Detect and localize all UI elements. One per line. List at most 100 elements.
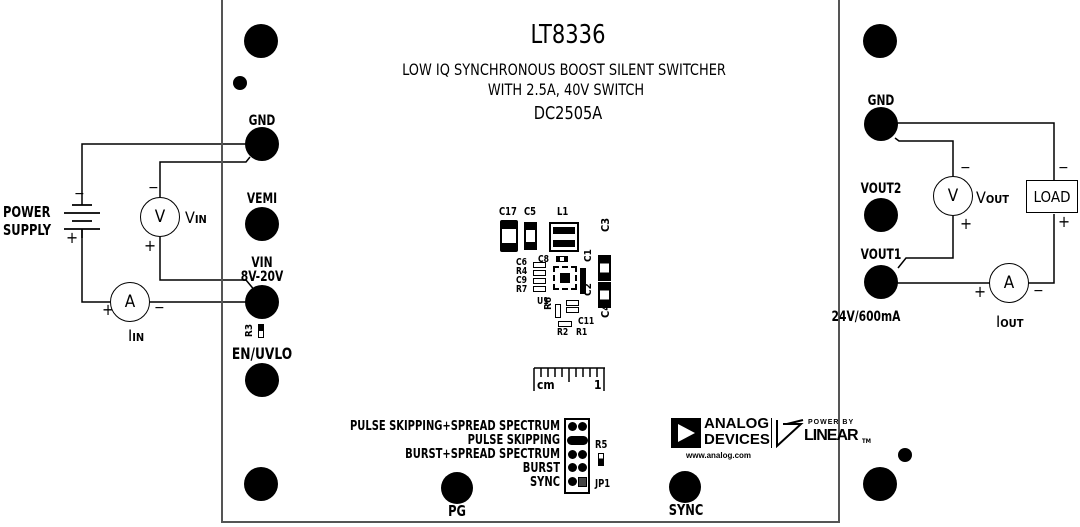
power-supply-label-line1: POWER xyxy=(3,203,51,221)
pg-terminal[interactable] xyxy=(441,472,473,504)
vout-meter-plus: + xyxy=(960,214,973,233)
gnd-out-label: GND xyxy=(867,93,895,109)
vin-voltmeter-label: VIN xyxy=(185,208,207,227)
vemi-terminal[interactable] xyxy=(245,207,279,241)
logo-url: www.analog.com xyxy=(686,451,752,460)
vin-label: VIN xyxy=(251,255,273,271)
power-supply-label-line2: SUPPLY xyxy=(3,221,52,239)
vin-terminal[interactable] xyxy=(245,285,279,319)
scale-ruler-icon xyxy=(533,367,605,391)
jp1-pin xyxy=(568,463,577,472)
r6-label: R6 xyxy=(543,296,554,310)
board-id: DC2505A xyxy=(533,103,603,124)
jp1-label: JP1 xyxy=(595,477,611,490)
c8-label: C8 xyxy=(538,254,549,265)
u1-label: U1 xyxy=(537,296,549,307)
vin-meter-plus: + xyxy=(144,236,157,255)
jumper-option-pulse-skipping-spread: PULSE SKIPPING+SPREAD SPECTRUM xyxy=(350,419,560,434)
jumper-option-pulse-skipping: PULSE SKIPPING xyxy=(467,433,560,448)
en-uvlo-label: EN/UVLO xyxy=(231,344,293,363)
c5-capacitor xyxy=(524,222,537,250)
logo-divider xyxy=(771,418,772,448)
board-subtitle-line2: WITH 2.5A, 40V SWITCH xyxy=(487,80,645,99)
c3-capacitor xyxy=(598,255,611,281)
supply-plus-sign: + xyxy=(66,228,79,247)
jp1-pin xyxy=(568,450,577,459)
vout-rating-label: 24V/600mA xyxy=(831,309,901,325)
jp1-pin xyxy=(568,477,577,486)
r2-label: R2 xyxy=(557,327,569,338)
vout-meter-minus: − xyxy=(960,160,971,176)
mounting-hole-bottom-right xyxy=(863,467,897,501)
logo-devices: DEVICES xyxy=(704,431,770,448)
load-plus: + xyxy=(1058,212,1071,231)
gnd-in-label: GND xyxy=(248,113,276,129)
vout2-label: VOUT2 xyxy=(860,181,902,197)
scale-unit: cm xyxy=(537,378,555,392)
iout-ammeter-icon: A xyxy=(989,263,1029,303)
c4-capacitor xyxy=(598,282,611,308)
c17-label: C17 xyxy=(499,205,517,218)
voltmeter-symbol: V xyxy=(154,207,166,227)
c9-label: C9 xyxy=(516,275,527,286)
l1-label: L1 xyxy=(557,205,569,218)
logo-analog: ANALOG xyxy=(704,415,769,432)
l1-inductor xyxy=(549,222,579,252)
logo-power-by: POWER BY xyxy=(808,419,855,426)
r5-label: R5 xyxy=(595,438,608,451)
u1-ic xyxy=(553,266,577,290)
logo-tm: TM xyxy=(862,438,872,445)
scale-value: 1 xyxy=(594,378,602,392)
c6-part xyxy=(533,262,546,268)
vemi-label: VEMI xyxy=(246,191,278,207)
vout2-terminal[interactable] xyxy=(864,198,898,232)
load-minus: − xyxy=(1058,160,1069,176)
iout-meter-minus: − xyxy=(1033,283,1044,299)
vout-voltmeter-icon: V xyxy=(933,176,973,216)
r4-label: R4 xyxy=(516,266,528,277)
jp1-pin xyxy=(578,450,587,459)
c2-part xyxy=(566,300,579,306)
iout-meter-plus: + xyxy=(974,282,987,301)
ammeter-symbol: A xyxy=(124,292,136,312)
r7-part xyxy=(533,286,546,292)
jp1-jumper-header[interactable] xyxy=(564,418,590,494)
r5-resistor xyxy=(598,453,604,466)
sync-terminal[interactable] xyxy=(669,471,701,503)
iin-meter-minus: − xyxy=(154,300,165,316)
c5-label: C5 xyxy=(524,205,537,218)
en-uvlo-terminal[interactable] xyxy=(245,363,279,397)
c6-label: C6 xyxy=(516,257,527,268)
jp1-shunt-pulse-skipping[interactable] xyxy=(567,436,588,445)
c11-label: C11 xyxy=(578,316,595,327)
gnd-in-terminal[interactable] xyxy=(245,127,279,161)
gnd-out-terminal[interactable] xyxy=(864,107,898,141)
part-number-title: LT8336 xyxy=(530,20,606,50)
analog-devices-logo-icon xyxy=(671,418,701,448)
r7-label: R7 xyxy=(516,284,528,295)
vin-voltmeter-icon: V xyxy=(140,197,180,237)
c2-label: C2 xyxy=(583,283,594,296)
jumper-option-sync: SYNC xyxy=(530,475,560,490)
mounting-hole-bottom-left xyxy=(244,467,278,501)
c8-capacitor xyxy=(556,256,568,262)
jumper-option-burst-spread: BURST+SPREAD SPECTRUM xyxy=(405,447,560,462)
r4-part xyxy=(533,270,546,276)
c9-part xyxy=(533,278,546,284)
iin-meter-plus: + xyxy=(102,300,115,319)
r6-part xyxy=(555,304,561,318)
jp1-pin xyxy=(568,422,577,431)
c17-capacitor xyxy=(500,220,518,252)
logo-linear: LINEAR xyxy=(804,427,859,444)
jumper-option-burst: BURST xyxy=(522,461,560,476)
r3-label: R3 xyxy=(244,323,256,338)
r1-label: R1 xyxy=(576,327,588,338)
c4-label: C4 xyxy=(599,303,612,318)
sync-label: SYNC xyxy=(668,501,704,519)
c3-label: C3 xyxy=(599,217,612,232)
vout1-terminal[interactable] xyxy=(864,265,898,299)
supply-minus-sign: − xyxy=(74,186,85,202)
load-label: LOAD xyxy=(1033,187,1071,206)
board-subtitle-line1: LOW IQ SYNCHRONOUS BOOST SILENT SWITCHER xyxy=(402,60,726,79)
